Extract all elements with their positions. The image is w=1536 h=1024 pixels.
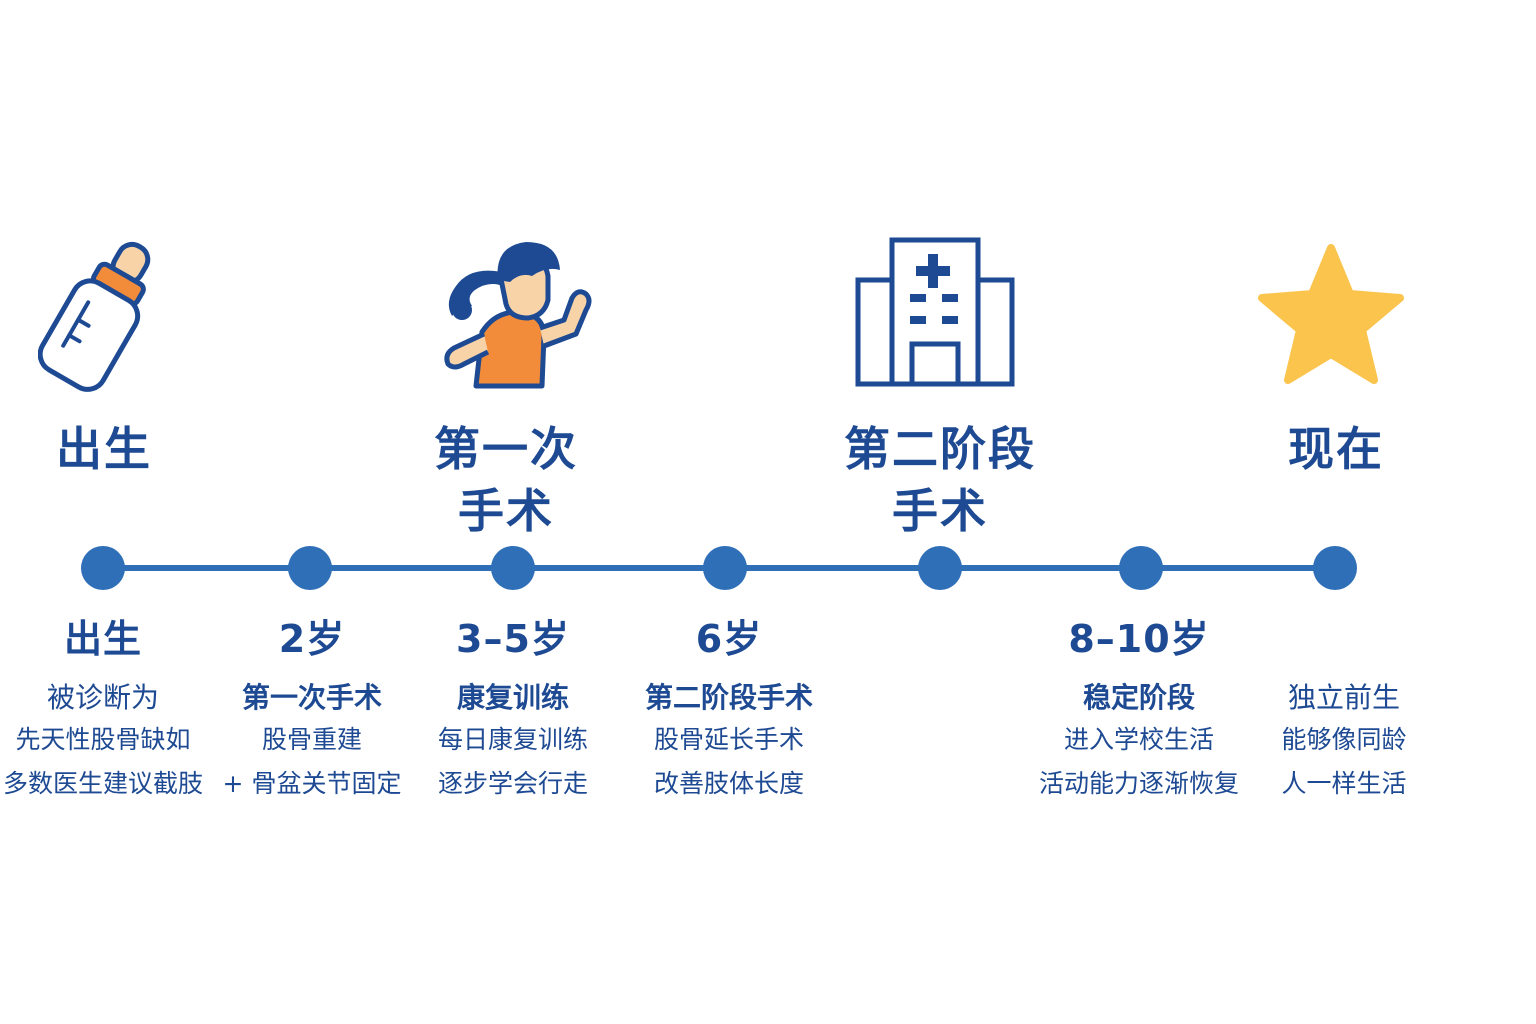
stage-heading: 稳定阶段 xyxy=(1082,681,1195,714)
stage-now: 独立前生 能够像同龄 人一样生活 xyxy=(1224,614,1464,806)
stage-age: 3–5岁 xyxy=(456,617,570,661)
stage-age-2: 2岁 第一次手术 股骨重建 + 骨盆关节固定 xyxy=(192,614,432,806)
stage-line: 能够像同龄 xyxy=(1281,725,1407,754)
milestone-title-birth: 出生 xyxy=(14,418,194,480)
stage-age-8-10: 8–10岁 稳定阶段 进入学校生活 活动能力逐渐恢复 xyxy=(1019,614,1259,806)
stage-line: 逐步学会行走 xyxy=(437,769,588,798)
stage-line: 改善肢体长度 xyxy=(653,769,804,798)
stage-age-3-5: 3–5岁 康复训练 每日康复训练 逐步学会行走 xyxy=(393,614,633,806)
stage-age: 6岁 xyxy=(695,617,763,661)
timeline-node xyxy=(918,546,962,590)
baby-bottle-icon xyxy=(38,241,151,392)
stage-age: 8–10岁 xyxy=(1068,617,1210,661)
stage-heading: 第一次手术 xyxy=(241,681,382,714)
milestone-title-line: 第一次 xyxy=(434,422,578,476)
milestone-title-line: 现在 xyxy=(1288,422,1384,476)
milestone-title-second-surgery: 第二阶段 手术 xyxy=(820,418,1060,542)
timeline-node xyxy=(491,546,535,590)
milestone-title-now: 现在 xyxy=(1246,418,1426,480)
stage-line: + 骨盆关节固定 xyxy=(222,769,402,798)
stage-age-6: 6岁 第二阶段手术 股骨延长手术 改善肢体长度 xyxy=(609,614,849,806)
milestone-title-line: 手术 xyxy=(458,484,554,538)
timeline-node xyxy=(1119,546,1163,590)
stage-line: 每日康复训练 xyxy=(437,725,588,754)
stage-birth: 出生 被诊断为 先天性股骨缺如 多数医生建议截肢 xyxy=(0,614,223,806)
stage-age xyxy=(1224,614,1464,664)
stage-line: 多数医生建议截肢 xyxy=(2,769,203,798)
milestone-title-line: 手术 xyxy=(892,484,988,538)
stage-age: 出生 xyxy=(63,617,142,661)
stage-line: 活动能力逐渐恢复 xyxy=(1038,769,1239,798)
stage-heading: 康复训练 xyxy=(456,681,569,714)
timeline-node xyxy=(703,546,747,590)
timeline-node xyxy=(288,546,332,590)
hospital-icon xyxy=(855,237,1015,387)
stage-age: 2岁 xyxy=(278,617,346,661)
timeline-node xyxy=(81,546,125,590)
stage-line: 股骨重建 xyxy=(261,725,362,754)
stage-line: 人一样生活 xyxy=(1281,769,1407,798)
stage-line: 先天性股骨缺如 xyxy=(15,725,191,754)
milestone-title-line: 第二阶段 xyxy=(844,422,1036,476)
stage-heading: 独立前生 xyxy=(1287,681,1400,714)
stage-heading: 被诊断为 xyxy=(46,681,159,714)
stage-line: 进入学校生活 xyxy=(1063,725,1214,754)
milestone-title-line: 出生 xyxy=(56,422,152,476)
star-icon xyxy=(1258,244,1404,384)
timeline-node xyxy=(1313,546,1357,590)
stage-line: 股骨延长手术 xyxy=(653,725,804,754)
running-child-icon xyxy=(444,242,592,389)
milestone-title-first-surgery: 第一次 手术 xyxy=(406,418,606,542)
stage-heading: 第二阶段手术 xyxy=(644,681,813,714)
